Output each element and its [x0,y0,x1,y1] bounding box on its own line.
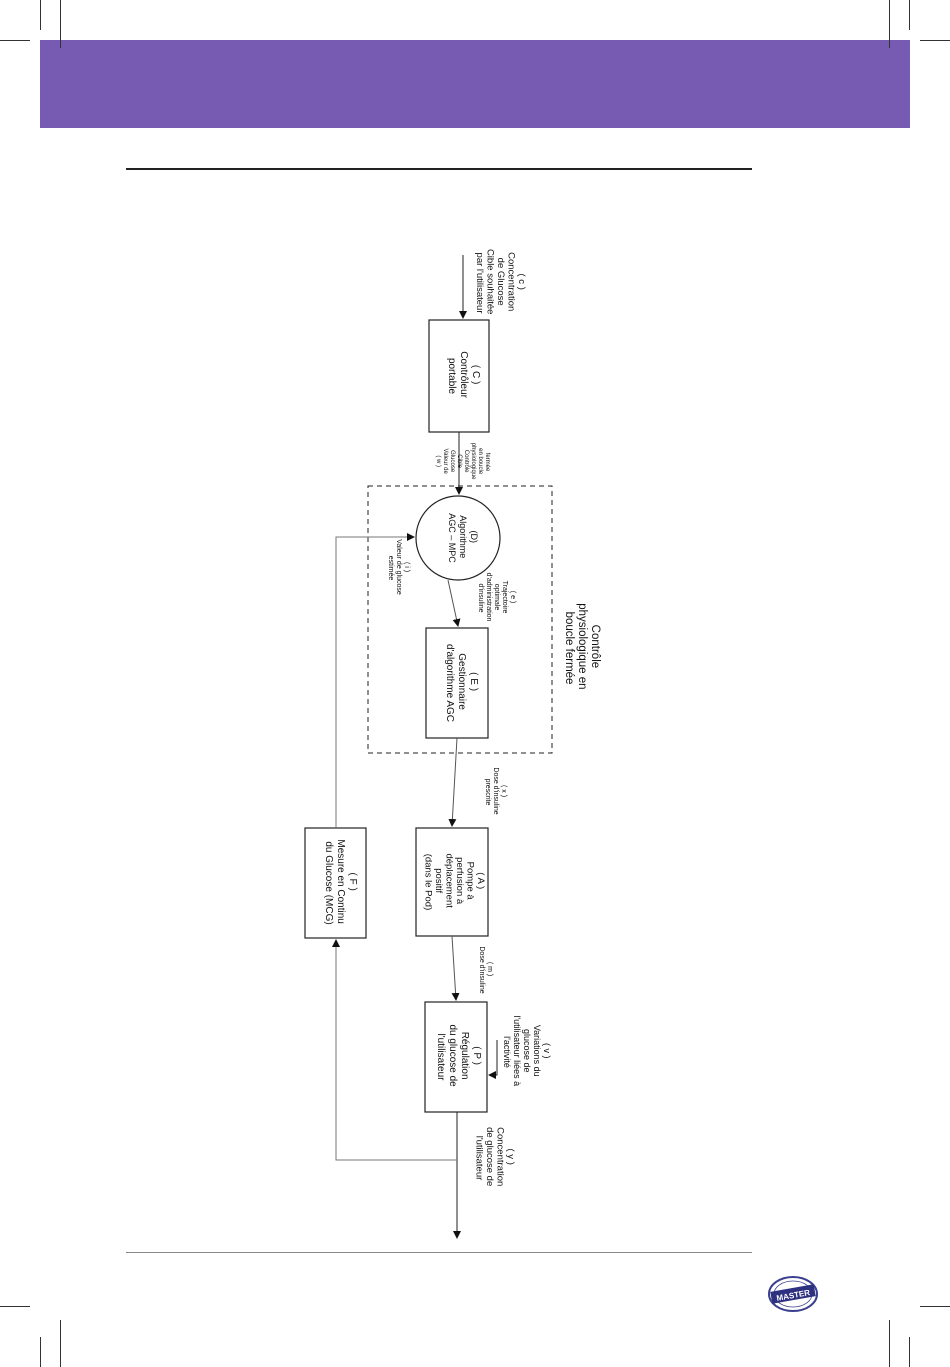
arrow-feedback-f [332,939,457,1161]
arrow-x [448,737,458,827]
node-d-label: (D) Algorithme AGC – MPC [447,513,479,563]
crop-mark [889,0,890,48]
signal-m-label: ( m ) Dose d'insuline [478,946,493,993]
signal-y-label: ( y ) Concentration de glucose de l'util… [474,1127,517,1189]
group-label: Contrôle physiologique en boucle fermée [563,603,601,693]
arrow-v [488,1040,498,1079]
crop-mark [920,40,950,41]
node-d-circle [415,495,501,581]
arrow-m [451,935,460,1001]
node-f-label: ( F ) Mesure en Continu du Glucose (MCG) [323,839,358,926]
closed-loop-group [367,485,553,754]
crop-mark [0,40,30,41]
signal-c-label: ( c ) Concentration de Glucose Cible sou… [474,249,527,317]
signal-x-label: ( x ) Dose d'insuline prescrite [484,767,507,816]
crop-mark [920,1306,950,1307]
master-logo: MASTER [768,1276,818,1312]
node-p-box [424,1001,488,1113]
node-p-label: ( P ) Régulation du glucose de l'utilisa… [435,1024,482,1089]
crop-mark [40,0,41,30]
signal-e-label: ( e ) Trajectoire optimale d'administrat… [477,573,516,624]
node-e-label: ( E ) Gestionnaire d'algorithme AGC [444,644,479,722]
arrow-e [447,579,461,627]
signal-v-label: ( v ) Variations du glucose de l'utilisa… [502,1015,552,1088]
crop-mark [60,1320,61,1367]
node-a-label: ( A ) Pompe à perfusion à déplacement po… [423,853,487,910]
top-rule [126,168,752,170]
arrow-i [335,533,415,828]
crop-mark [40,1337,41,1367]
crop-mark [60,0,61,48]
bottom-rule [126,1252,752,1253]
signal-w-label: ( w ) Valeur de Glucose Cible Contrôle p… [435,443,490,481]
signal-i-label: ( i ) Valeur de glucose estimée [387,539,410,596]
crop-mark [889,1320,890,1367]
crop-mark [909,1337,910,1367]
crop-mark [0,1306,30,1307]
node-c-box [428,319,490,433]
node-c-label: ( C ) Contrôleur portable [446,351,481,400]
crop-mark [909,0,910,30]
header-banner [40,40,910,128]
node-f-box [304,827,367,939]
